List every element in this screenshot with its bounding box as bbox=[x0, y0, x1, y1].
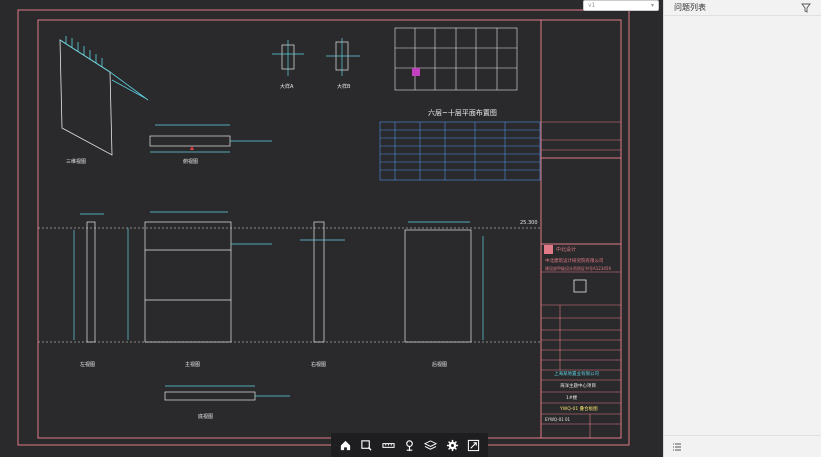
label-detail-b: 大样B bbox=[337, 83, 351, 90]
label-left: 左视图 bbox=[80, 361, 95, 368]
fullscreen-button[interactable] bbox=[464, 436, 482, 454]
front-view bbox=[127, 211, 272, 343]
left-view bbox=[73, 213, 104, 343]
sidebar-title: 问题列表 bbox=[674, 3, 706, 12]
cad-viewer-canvas[interactable]: 中北设计 中北建筑设计研究院有限公司 建设部甲级设计资质证书号A123456 上… bbox=[0, 0, 663, 457]
zoom-box-icon bbox=[361, 439, 373, 451]
label-floor-plan: 六层~十层平面布置图 bbox=[428, 108, 497, 117]
fullscreen-icon bbox=[467, 439, 479, 451]
logo-text: 中北设计 bbox=[556, 246, 576, 253]
markup-icon bbox=[406, 439, 413, 451]
detail-b bbox=[326, 38, 360, 76]
level-mark: 25.300 bbox=[520, 220, 538, 226]
floor-plan bbox=[394, 27, 518, 91]
measure-icon bbox=[382, 442, 395, 448]
settings-button[interactable] bbox=[443, 436, 461, 454]
issue-sidebar: 问题列表 bbox=[663, 0, 821, 457]
layers-button[interactable] bbox=[422, 436, 440, 454]
company-name: 中北建筑设计研究院有限公司 bbox=[545, 257, 604, 264]
drawing-number: EYWQ-01 01 bbox=[545, 417, 571, 422]
certificate-text: 建设部甲级设计资质证书号A123456 bbox=[545, 265, 611, 271]
legend-table bbox=[379, 121, 541, 181]
label-front: 主视图 bbox=[185, 361, 200, 368]
title-block-grid bbox=[541, 121, 621, 438]
label-back: 后视图 bbox=[432, 361, 447, 368]
cad-drawing: 中北设计 中北建筑设计研究院有限公司 建设部甲级设计资质证书号A123456 上… bbox=[17, 9, 630, 446]
bottom-view bbox=[164, 385, 290, 401]
stamp-box bbox=[573, 279, 587, 293]
axon-view bbox=[59, 36, 149, 156]
client-name: 上海某地置业有限公司 bbox=[554, 370, 599, 377]
layers-icon bbox=[424, 439, 438, 450]
right-view bbox=[300, 221, 345, 343]
markup-button[interactable] bbox=[400, 436, 418, 454]
filter-icon[interactable] bbox=[801, 3, 811, 13]
back-view bbox=[404, 221, 484, 343]
project-name: 海洋主题中心项目 bbox=[560, 382, 596, 389]
inner-frame bbox=[37, 19, 622, 439]
label-detail-a: 大样A bbox=[280, 83, 294, 90]
zoom-box-button[interactable] bbox=[358, 436, 376, 454]
label-bottom: 底视图 bbox=[198, 413, 213, 420]
settings-icon bbox=[446, 439, 458, 451]
highlight-region bbox=[412, 68, 420, 76]
warning-marker bbox=[190, 146, 194, 150]
sheet-title: YWQ-01 叠合板图 bbox=[559, 405, 598, 412]
list-icon[interactable] bbox=[672, 442, 682, 452]
measure-button[interactable] bbox=[379, 436, 397, 454]
detail-a bbox=[272, 40, 304, 76]
company-logo-mark bbox=[544, 245, 553, 254]
chevron-down-icon: ▾ bbox=[650, 2, 654, 9]
label-axon: 三维视图 bbox=[66, 158, 86, 165]
home-button[interactable] bbox=[337, 436, 355, 454]
viewer-toolbar bbox=[331, 433, 488, 457]
label-plan: 俯视图 bbox=[183, 158, 198, 165]
building-name: 1#楼 bbox=[566, 394, 578, 401]
plan-view bbox=[149, 124, 272, 153]
version-select-value: v1 bbox=[588, 2, 596, 9]
sidebar-footer bbox=[664, 435, 821, 457]
sidebar-header: 问题列表 bbox=[664, 0, 821, 16]
home-icon bbox=[340, 440, 351, 450]
version-select[interactable]: v1 ▾ bbox=[583, 0, 659, 11]
outer-frame bbox=[17, 9, 630, 446]
label-right: 右视图 bbox=[311, 361, 326, 368]
